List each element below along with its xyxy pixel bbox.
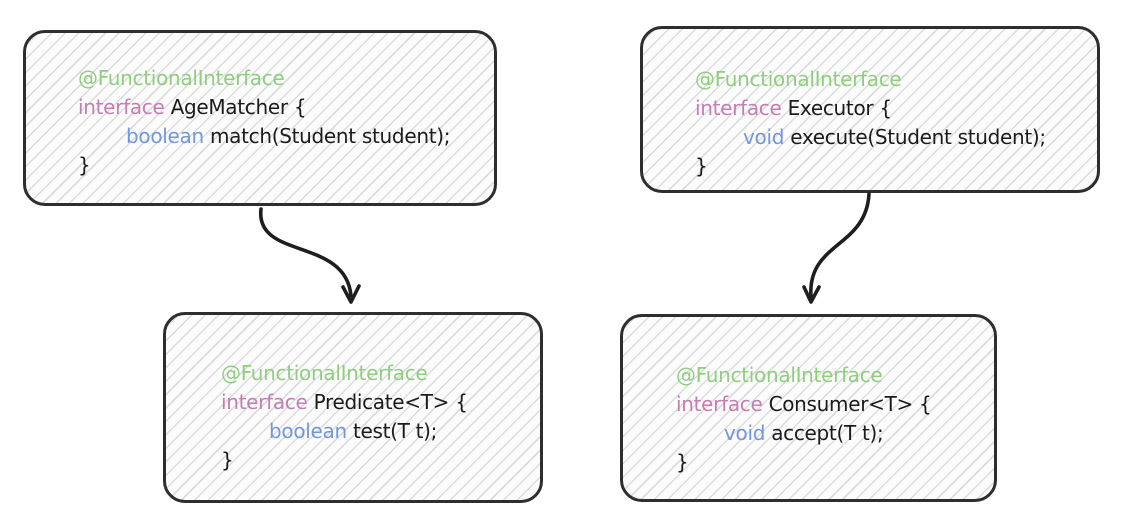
code-block-predicate: @FunctionalInterface interface Predicate… xyxy=(166,315,540,475)
method-signature: execute(Student student); xyxy=(790,125,1046,149)
code-block-agematcher: @FunctionalInterface interface AgeMatche… xyxy=(26,33,494,180)
code-line-annotation: @FunctionalInterface xyxy=(221,359,540,388)
close-brace: } xyxy=(676,450,689,474)
code-line-declaration: interface AgeMatcher { xyxy=(78,93,494,122)
code-line-annotation: @FunctionalInterface xyxy=(695,65,1097,94)
annotation-token: @FunctionalInterface xyxy=(78,66,285,90)
code-line-close: } xyxy=(221,446,540,475)
code-block-executor: @FunctionalInterface interface Executor … xyxy=(643,29,1097,181)
arrowhead-icon xyxy=(802,285,821,304)
code-line-annotation: @FunctionalInterface xyxy=(676,361,994,390)
arrow-executor-to-consumer xyxy=(802,192,871,304)
interface-name: AgeMatcher { xyxy=(170,95,307,119)
annotation-token: @FunctionalInterface xyxy=(676,363,883,387)
method-signature: match(Student student); xyxy=(209,124,451,148)
node-executor: @FunctionalInterface interface Executor … xyxy=(640,26,1100,193)
keyword-token: interface xyxy=(695,96,782,120)
code-line-annotation: @FunctionalInterface xyxy=(78,64,494,93)
code-line-declaration: interface Consumer<T> { xyxy=(676,390,994,419)
interface-name: Consumer<T> { xyxy=(768,392,932,416)
code-line-close: } xyxy=(676,448,994,477)
code-line-method: void accept(T t); xyxy=(676,419,994,448)
node-consumer: @FunctionalInterface interface Consumer<… xyxy=(620,314,997,502)
node-predicate: @FunctionalInterface interface Predicate… xyxy=(163,312,543,503)
arrow-curve xyxy=(259,207,353,298)
arrow-curve xyxy=(809,192,871,299)
interface-name: Executor { xyxy=(787,96,893,120)
close-brace: } xyxy=(221,448,234,472)
keyword-token: interface xyxy=(221,390,308,414)
keyword-token: interface xyxy=(78,95,165,119)
code-line-close: } xyxy=(695,152,1097,181)
keyword-token: interface xyxy=(676,392,763,416)
arrow-agematcher-to-predicate xyxy=(259,207,361,304)
code-line-close: } xyxy=(78,151,494,180)
code-line-method: boolean test(T t); xyxy=(221,417,540,446)
return-type-token: void xyxy=(724,421,766,445)
code-block-consumer: @FunctionalInterface interface Consumer<… xyxy=(623,317,994,477)
close-brace: } xyxy=(78,153,91,177)
arrowhead-icon xyxy=(341,284,361,304)
interface-name: Predicate<T> { xyxy=(313,390,468,414)
close-brace: } xyxy=(695,154,708,178)
return-type-token: boolean xyxy=(126,124,204,148)
code-line-method: void execute(Student student); xyxy=(695,123,1097,152)
annotation-token: @FunctionalInterface xyxy=(695,67,902,91)
return-type-token: boolean xyxy=(269,419,347,443)
code-line-declaration: interface Predicate<T> { xyxy=(221,388,540,417)
code-line-declaration: interface Executor { xyxy=(695,94,1097,123)
node-agematcher: @FunctionalInterface interface AgeMatche… xyxy=(23,30,497,206)
method-signature: test(T t); xyxy=(352,419,438,443)
code-line-method: boolean match(Student student); xyxy=(78,122,494,151)
annotation-token: @FunctionalInterface xyxy=(221,361,428,385)
method-signature: accept(T t); xyxy=(771,421,884,445)
return-type-token: void xyxy=(743,125,785,149)
